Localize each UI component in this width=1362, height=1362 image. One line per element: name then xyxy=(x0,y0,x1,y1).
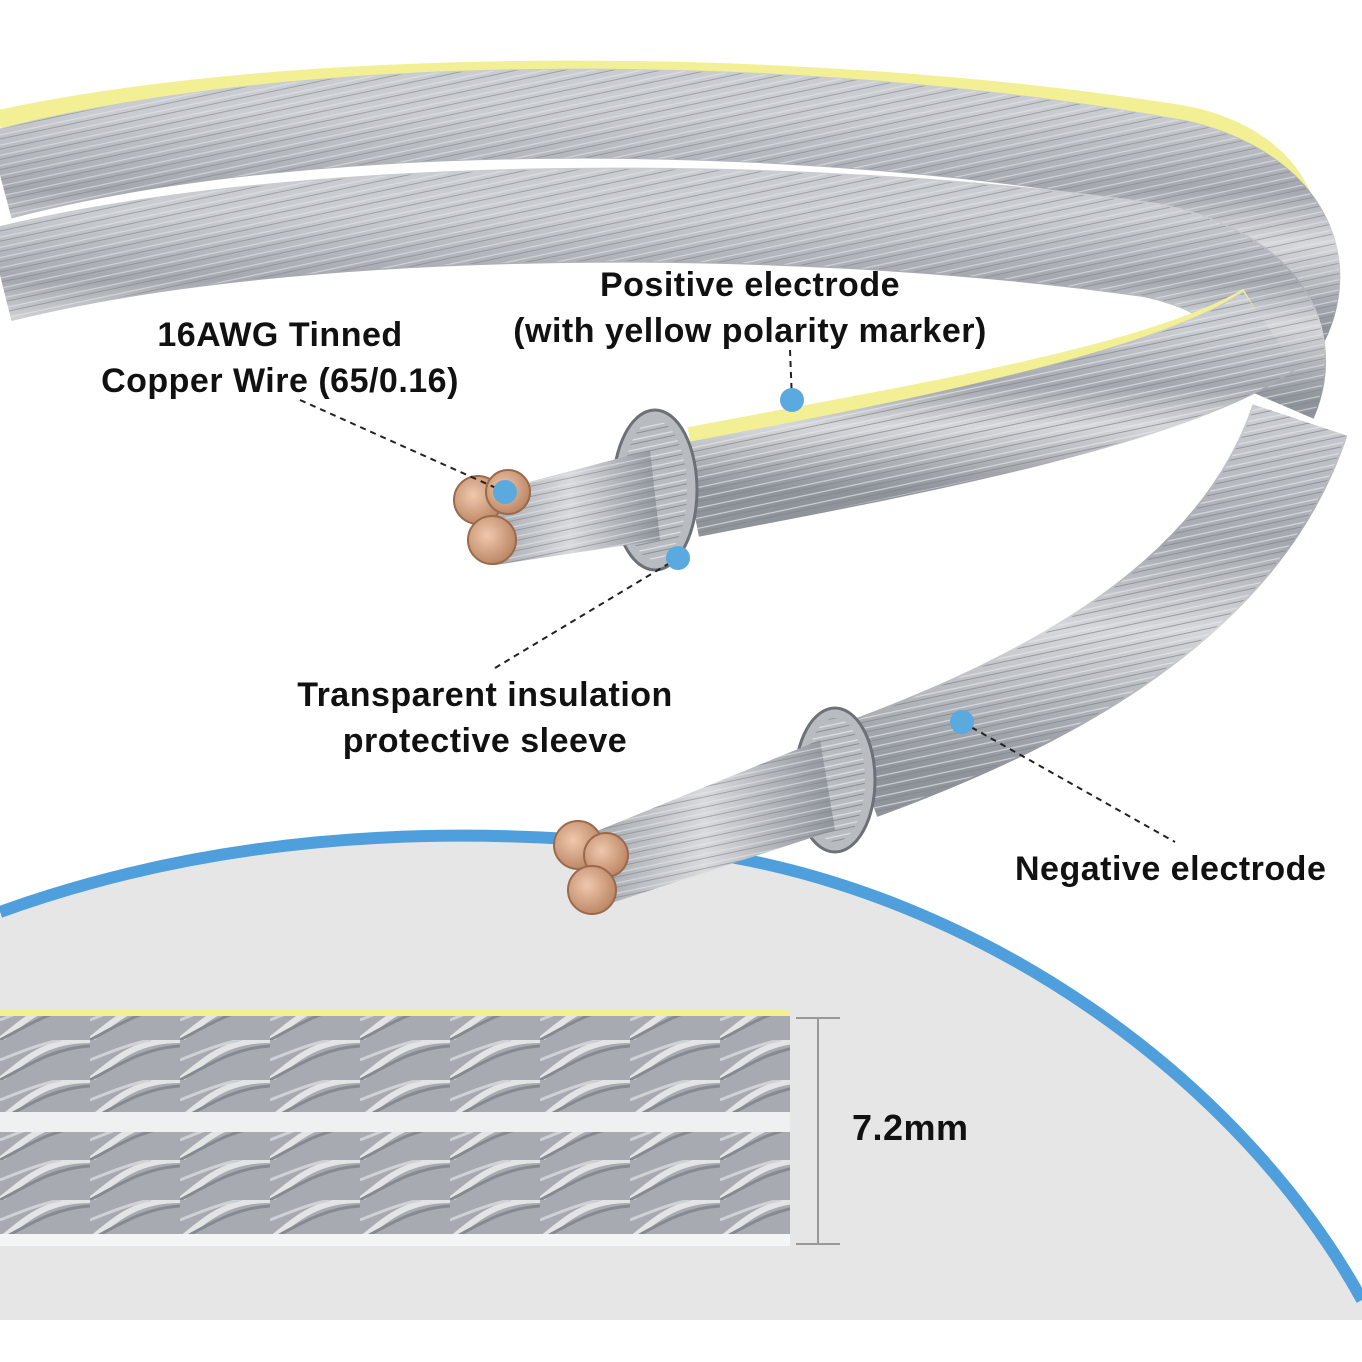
leader-copper xyxy=(299,399,506,493)
leader-lines xyxy=(299,349,1176,843)
copper-wire-label-line1: 16AWG Tinned xyxy=(157,316,403,354)
marker-dot-sleeve xyxy=(666,546,690,570)
upper-cable-loop xyxy=(0,60,1341,419)
insulation-sleeve-label-line2: protective sleeve xyxy=(342,722,628,760)
marker-dot-negative xyxy=(950,710,974,734)
positive-cable xyxy=(453,288,1298,572)
positive-electrode-label-line2: (with yellow polarity marker) xyxy=(513,312,987,350)
marker-dots xyxy=(493,388,974,734)
dimension-value: 7.2mm xyxy=(852,1107,969,1148)
cable-side-view xyxy=(0,1010,840,1246)
insulation-sleeve-label-line1: Transparent insulation xyxy=(297,676,673,714)
negative-cable xyxy=(553,403,1348,915)
negative-electrode-label-line1: Negative electrode xyxy=(1015,850,1327,888)
marker-dot-copper xyxy=(493,480,517,504)
marker-dot-positive xyxy=(780,388,804,412)
copper-wire-label-line2: Copper Wire (65/0.16) xyxy=(101,362,459,400)
copper-wire-label: 16AWG Tinned Copper Wire (65/0.16) xyxy=(60,312,500,404)
positive-electrode-label-line1: Positive electrode xyxy=(599,266,900,304)
dimension-label: 7.2mm xyxy=(852,1105,969,1151)
insulation-sleeve-label: Transparent insulation protective sleeve xyxy=(250,672,720,764)
leader-positive xyxy=(789,349,793,401)
positive-electrode-label: Positive electrode (with yellow polarity… xyxy=(470,262,1030,354)
negative-electrode-label: Negative electrode xyxy=(1015,846,1326,892)
leader-sleeve xyxy=(494,557,679,669)
leader-negative xyxy=(961,721,1176,843)
